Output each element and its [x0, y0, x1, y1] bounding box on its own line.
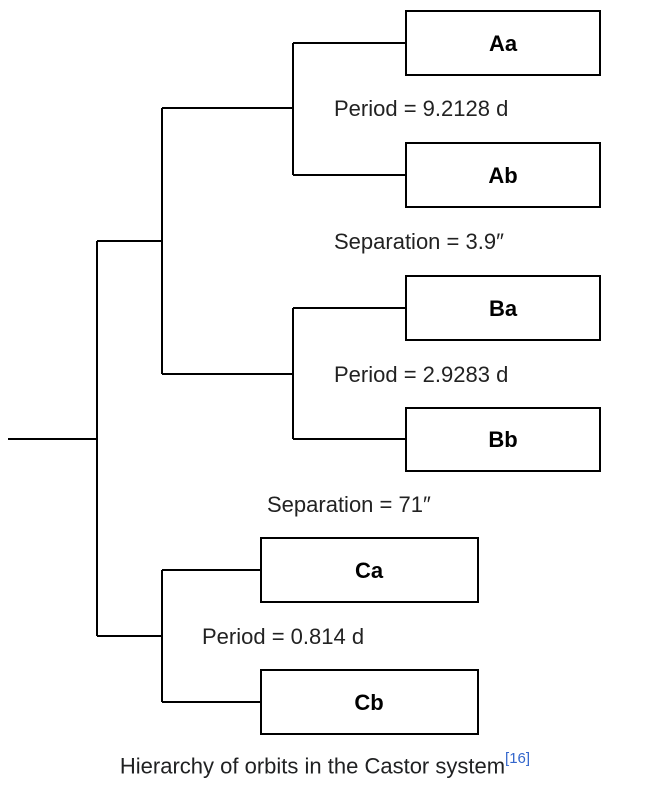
- figure-caption: Hierarchy of orbits in the Castor system…: [0, 750, 650, 779]
- period-label-ba-bb: Period = 2.9283 d: [334, 362, 508, 387]
- star-box-aa: Aa: [405, 10, 601, 76]
- separation-label-a-b: Separation = 3.9″: [334, 229, 504, 254]
- star-box-cb: Cb: [260, 669, 479, 735]
- period-label-aa-ab: Period = 9.2128 d: [334, 96, 508, 121]
- star-label-cb: Cb: [354, 690, 383, 715]
- reference-link[interactable]: [16]: [505, 750, 531, 767]
- star-label-ca: Ca: [355, 558, 384, 583]
- reference-superscript: [16]: [505, 750, 530, 767]
- star-box-ca: Ca: [260, 537, 479, 603]
- star-label-aa: Aa: [489, 31, 518, 56]
- separation-label-ab-c: Separation = 71″: [267, 492, 431, 517]
- star-label-ba: Ba: [489, 296, 518, 321]
- star-box-bb: Bb: [405, 407, 601, 472]
- caption-text: Hierarchy of orbits in the Castor system: [119, 753, 506, 779]
- star-label-ab: Ab: [488, 163, 517, 188]
- star-label-bb: Bb: [488, 427, 517, 452]
- period-label-ca-cb: Period = 0.814 d: [202, 624, 364, 649]
- orbit-hierarchy-diagram: Aa Ab Ba Bb Ca Cb Period = 9.2128 d Sepa…: [8, 10, 601, 735]
- star-box-ba: Ba: [405, 275, 601, 341]
- star-box-ab: Ab: [405, 142, 601, 208]
- tree-connectors: [8, 42, 406, 703]
